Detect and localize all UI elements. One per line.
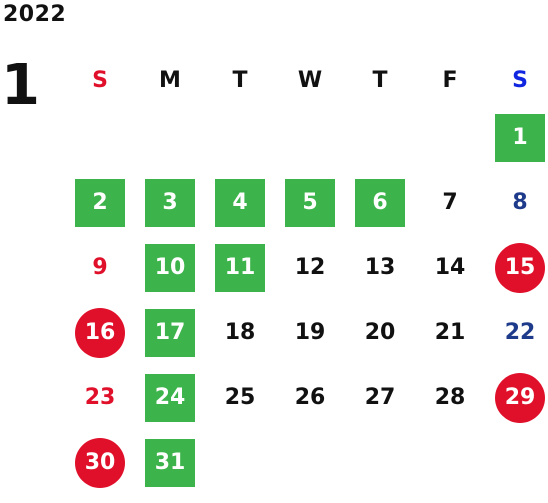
day-cell[interactable]: 12: [294, 255, 326, 280]
day-cell[interactable]: 31: [145, 438, 195, 487]
day-cell[interactable]: 24: [145, 373, 195, 422]
year-label: 2022: [3, 2, 67, 27]
day-cell[interactable]: 2: [75, 178, 125, 227]
day-cell[interactable]: 9: [92, 255, 108, 280]
weekday-header: T: [232, 67, 248, 93]
day-cell[interactable]: 7: [442, 190, 458, 215]
day-cell[interactable]: 20: [364, 320, 396, 345]
day-cell[interactable]: 18: [224, 320, 256, 345]
weekday-header: M: [159, 67, 181, 93]
weekday-header: F: [442, 67, 458, 93]
day-cell[interactable]: 17: [145, 308, 195, 357]
day-cell[interactable]: 10: [145, 243, 195, 292]
day-cell[interactable]: 11: [215, 243, 265, 292]
day-cell[interactable]: 3: [145, 178, 195, 227]
day-cell[interactable]: 27: [364, 385, 396, 410]
day-cell[interactable]: 30: [75, 437, 125, 488]
month-number: 1: [1, 53, 40, 118]
day-cell[interactable]: 21: [434, 320, 466, 345]
day-cell[interactable]: 23: [84, 385, 116, 410]
day-cell[interactable]: 29: [495, 372, 545, 423]
day-cell[interactable]: 1: [495, 113, 545, 162]
day-cell[interactable]: 15: [495, 242, 545, 293]
weekday-header: T: [372, 67, 388, 93]
day-cell[interactable]: 19: [294, 320, 326, 345]
weekday-header: S: [512, 67, 528, 93]
day-cell[interactable]: 28: [434, 385, 466, 410]
day-cell[interactable]: 8: [512, 190, 528, 215]
day-cell[interactable]: 13: [364, 255, 396, 280]
day-cell[interactable]: 25: [224, 385, 256, 410]
weekday-header: S: [92, 67, 108, 93]
day-cell[interactable]: 14: [434, 255, 466, 280]
day-cell[interactable]: 4: [215, 178, 265, 227]
day-cell[interactable]: 26: [294, 385, 326, 410]
day-cell[interactable]: 16: [75, 307, 125, 358]
day-cell[interactable]: 22: [504, 320, 536, 345]
weekday-header: W: [297, 67, 323, 93]
day-cell[interactable]: 5: [285, 178, 335, 227]
day-cell[interactable]: 6: [355, 178, 405, 227]
